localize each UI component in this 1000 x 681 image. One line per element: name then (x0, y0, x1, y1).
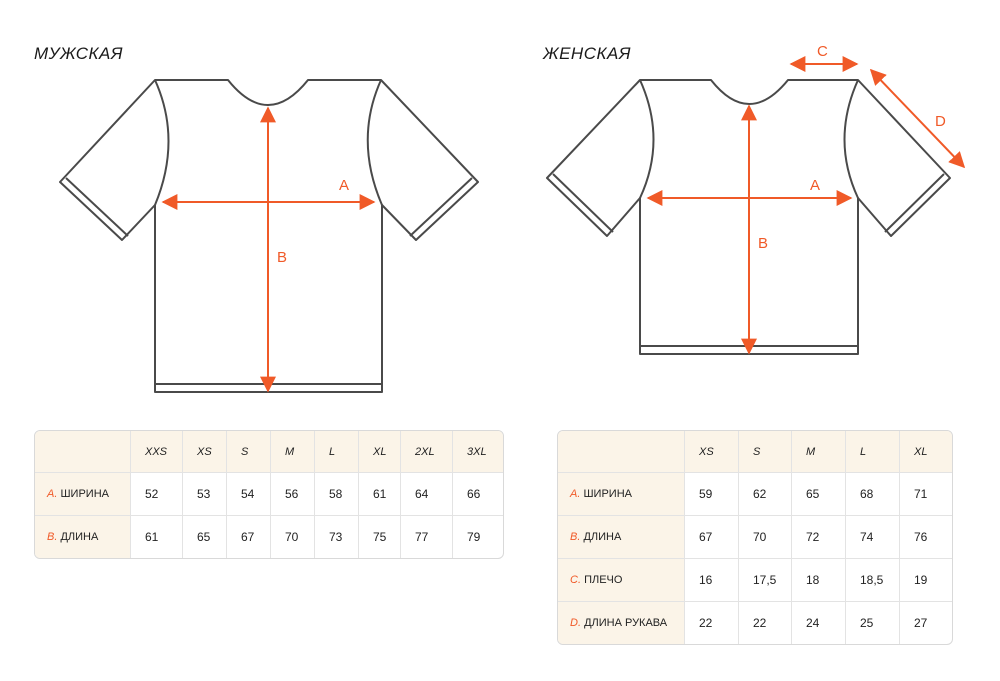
women-title: ЖЕНСКАЯ (543, 44, 631, 63)
men-label-b: B (277, 249, 287, 266)
row-label: B. ДЛИНА (558, 516, 685, 559)
table-cell: 67 (227, 516, 271, 558)
women-label-b: B (758, 235, 768, 252)
women-size-header: M (792, 431, 846, 473)
table-row: A. ШИРИНА 59 62 65 68 71 (558, 473, 952, 516)
table-cell: 61 (359, 473, 401, 516)
women-label-c: C (817, 43, 828, 60)
table-cell: 59 (685, 473, 739, 516)
men-size-header: XS (183, 431, 227, 473)
table-cell: 72 (792, 516, 846, 559)
table-cell: 73 (315, 516, 359, 558)
table-cell: 19 (900, 559, 952, 602)
table-cell: 67 (685, 516, 739, 559)
women-measure-arrows (646, 56, 966, 355)
table-cell: 18,5 (846, 559, 900, 602)
women-size-table: XS S M L XL A. ШИРИНА 59 62 65 68 71 B. … (557, 430, 953, 645)
table-cell: 66 (453, 473, 503, 516)
table-cell: 25 (846, 602, 900, 644)
men-size-header: L (315, 431, 359, 473)
men-size-header: 3XL (453, 431, 503, 473)
row-label: B. ДЛИНА (35, 516, 131, 558)
row-label: A. ШИРИНА (558, 473, 685, 516)
women-size-header: L (846, 431, 900, 473)
table-cell: 17,5 (739, 559, 792, 602)
table-cell: 16 (685, 559, 739, 602)
women-size-header: S (739, 431, 792, 473)
table-cell: 64 (401, 473, 453, 516)
table-cell: 79 (467, 530, 481, 544)
table-cell: 24 (792, 602, 846, 644)
table-cell: 74 (846, 516, 900, 559)
table-cell: 61 (131, 516, 183, 558)
table-cell: 65 (183, 516, 227, 558)
table-cell: 54 (227, 473, 271, 516)
table-cell: 27 (914, 616, 928, 630)
women-label-d: D (935, 113, 946, 130)
row-label: D. ДЛИНА РУКАВА (558, 602, 685, 644)
men-size-header: S (227, 431, 271, 473)
table-cell: 22 (739, 602, 792, 644)
table-cell: 68 (846, 473, 900, 516)
table-cell: 53 (183, 473, 227, 516)
table-row: A. ШИРИНА 52 53 54 56 58 61 64 66 (35, 473, 503, 516)
table-cell: 58 (315, 473, 359, 516)
table-cell: 70 (271, 516, 315, 558)
women-label-a: A (810, 177, 820, 194)
table-cell: 71 (900, 473, 952, 516)
women-arrow-d (869, 68, 966, 169)
men-title: МУЖСКАЯ (34, 44, 123, 63)
men-size-header: M (271, 431, 315, 473)
table-row: B. ДЛИНА 67 70 72 74 76 (558, 516, 952, 559)
row-label: A. ШИРИНА (35, 473, 131, 516)
men-size-table: XXS XS S M L XL 2XL 3XL A. ШИРИНА 52 53 … (34, 430, 504, 559)
table-cell: 70 (739, 516, 792, 559)
table-cell: 52 (131, 473, 183, 516)
table-cell: 62 (739, 473, 792, 516)
table-cell: 18 (792, 559, 846, 602)
men-label-a: A (339, 177, 349, 194)
women-size-header: XL (900, 431, 952, 473)
women-size-header: XS (685, 431, 739, 473)
table-cell: 76 (900, 516, 952, 559)
table-row: B. ДЛИНА 61 65 67 70 73 75 77 79 (35, 516, 503, 558)
row-label: C. ПЛЕЧО (558, 559, 685, 602)
women-table-corner (558, 431, 685, 473)
table-cell: 22 (685, 602, 739, 644)
table-cell: 56 (271, 473, 315, 516)
men-size-header: 2XL (401, 431, 453, 473)
men-size-header: XXS (131, 431, 183, 473)
men-table-corner (35, 431, 131, 473)
table-row: C. ПЛЕЧО 16 17,5 18 18,5 19 (558, 559, 952, 602)
table-row: D. ДЛИНА РУКАВА 22 22 24 25 27 (558, 602, 952, 644)
table-cell: 65 (792, 473, 846, 516)
table-cell: 75 (359, 516, 401, 558)
men-size-header: XL (359, 431, 401, 473)
men-measure-arrows (161, 106, 376, 393)
table-cell: 77 (401, 516, 453, 558)
